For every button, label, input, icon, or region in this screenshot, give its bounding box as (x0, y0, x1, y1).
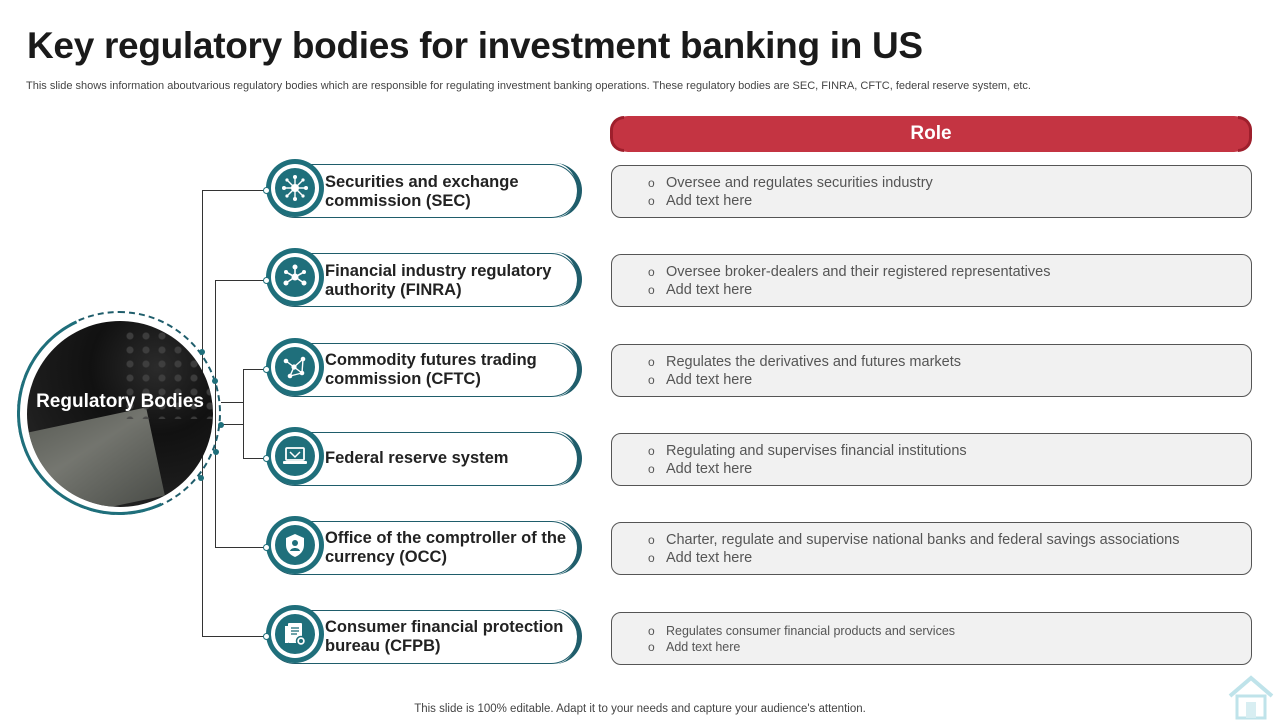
hub-dot (212, 378, 218, 384)
shield-person-icon (266, 516, 324, 574)
laptop-icon (266, 427, 324, 485)
hub-dot (213, 449, 219, 455)
connector-dot (263, 187, 270, 194)
role-item: Regulates consumer financial products an… (648, 623, 955, 639)
slide-footer: This slide is 100% editable. Adapt it to… (414, 703, 866, 715)
network-globe-icon (266, 159, 324, 217)
connector-cfpb (202, 636, 268, 637)
role-item: Charter, regulate and supervise national… (648, 531, 1179, 549)
role-item: Add text here (648, 281, 1050, 299)
hub-dashed-ring (17, 311, 221, 515)
connector-dot (263, 544, 270, 551)
connector-dot (263, 633, 270, 640)
role-item: Add text here (648, 192, 933, 210)
role-item: Add text here (648, 371, 961, 389)
body-name-sec: Securities and exchange commission (SEC) (325, 173, 519, 210)
role-box-finra: Oversee broker-dealers and their registe… (611, 254, 1252, 307)
connector-sec (202, 190, 268, 191)
role-item: Add text here (648, 639, 955, 655)
role-item: Regulates the derivatives and futures ma… (648, 353, 961, 371)
role-item: Oversee broker-dealers and their registe… (648, 263, 1050, 281)
role-item: Oversee and regulates securities industr… (648, 174, 933, 192)
hub-label: Regulatory Bodies (36, 391, 204, 412)
connector-fed (243, 458, 268, 459)
slide-subtitle: This slide shows information aboutvariou… (26, 80, 1031, 92)
connector-dot (263, 366, 270, 373)
connector-cftc (243, 369, 268, 370)
document-stamp-icon (266, 605, 324, 663)
body-name-finra: Financial industry regulatory authority … (325, 262, 552, 299)
body-name-occ: Office of the comptroller of the currenc… (325, 529, 567, 566)
role-box-sec: Oversee and regulates securities industr… (611, 165, 1252, 218)
role-box-occ: Charter, regulate and supervise national… (611, 522, 1252, 575)
role-box-cfpb: Regulates consumer financial products an… (611, 612, 1252, 665)
connector-trunk-inner (243, 369, 244, 459)
body-name-fed: Federal reserve system (325, 449, 509, 467)
hub-dot (198, 475, 204, 481)
house-logo-icon (1226, 674, 1276, 720)
hub-dot (199, 349, 205, 355)
connector-occ (215, 547, 268, 548)
role-item: Add text here (648, 549, 1179, 567)
role-box-cftc: Regulates the derivatives and futures ma… (611, 344, 1252, 397)
role-box-fed: Regulating and supervises financial inst… (611, 433, 1252, 486)
connector-hub-bottom (221, 424, 243, 425)
connected-nodes-icon (266, 338, 324, 396)
hub-dot (218, 422, 224, 428)
hub-nodes-icon (266, 248, 324, 306)
connector-dot (263, 455, 270, 462)
slide-title: Key regulatory bodies for investment ban… (27, 25, 923, 66)
role-item: Add text here (648, 460, 967, 478)
role-item: Regulating and supervises financial inst… (648, 442, 967, 460)
body-name-cfpb: Consumer financial protection bureau (CF… (325, 618, 564, 655)
connector-dot (263, 277, 270, 284)
connector-hub-top (221, 402, 243, 403)
connector-finra (215, 280, 268, 281)
role-header: Role (610, 116, 1252, 152)
body-name-cftc: Commodity futures trading commission (CF… (325, 351, 537, 388)
